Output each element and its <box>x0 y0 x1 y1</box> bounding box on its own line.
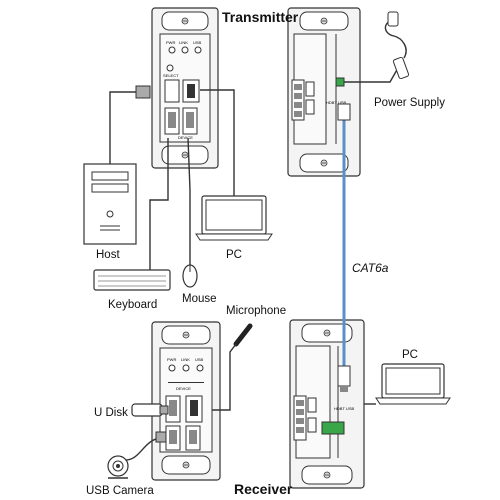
usb-label: USB <box>193 40 202 45</box>
cat6a-cable <box>337 103 351 392</box>
keyboard-label: Keyboard <box>108 299 157 311</box>
pwr-label: PWR <box>166 40 175 45</box>
link-label: LINK <box>179 40 188 45</box>
pc-top-laptop <box>195 89 273 241</box>
u-disk <box>131 403 169 417</box>
mouse <box>182 137 198 288</box>
power-supply <box>335 11 410 87</box>
cat6a-label: CAT6a <box>352 261 389 275</box>
u-disk-label: U Disk <box>94 407 128 419</box>
receiver-front-plate <box>151 321 221 481</box>
usb-camera <box>107 431 167 479</box>
transmitter-back-plate <box>287 7 361 177</box>
hdbt-usb-label-top: HDBT USB <box>326 100 346 105</box>
pc-bottom-label: PC <box>402 349 418 361</box>
mouse-label: Mouse <box>182 293 217 305</box>
keyboard <box>93 138 171 291</box>
transmitter-title: Transmitter <box>222 9 299 25</box>
host-label: Host <box>96 249 120 261</box>
usb-camera-label: USB Camera <box>86 485 154 497</box>
host-usb-plug <box>135 85 151 99</box>
hdbt-usb-label-bottom: HDBT USB <box>334 406 354 411</box>
pwr-label-rx: PWR <box>167 357 176 362</box>
power-supply-label: Power Supply <box>374 97 445 109</box>
receiver-back-plate <box>289 319 365 489</box>
device-label: DEVICE <box>178 135 193 140</box>
microphone-label: Microphone <box>226 305 286 317</box>
host-tower <box>83 163 137 245</box>
usb-label-rx: USB <box>195 357 204 362</box>
device-label-rx: DEVICE <box>176 386 191 391</box>
host-usb-cable <box>109 91 150 164</box>
receiver-title: Receiver <box>234 481 293 497</box>
pc-top-label: PC <box>226 249 242 261</box>
select-label: SELECT <box>163 73 179 78</box>
pc-bottom-laptop <box>364 363 451 405</box>
transmitter-front-plate <box>151 7 219 169</box>
microphone <box>212 323 253 411</box>
link-label-rx: LINK <box>181 357 190 362</box>
